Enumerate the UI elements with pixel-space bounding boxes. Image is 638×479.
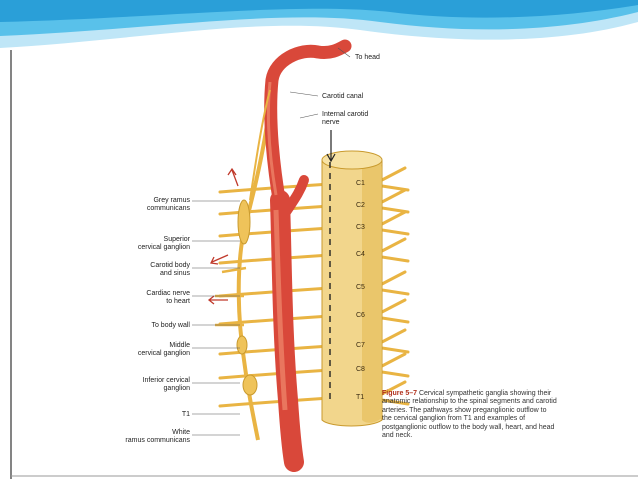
external-carotid-artery <box>281 175 309 217</box>
segment-label: C1 <box>356 180 365 187</box>
middle-cervical-ganglion <box>236 335 248 355</box>
segment-label: C8 <box>356 366 365 373</box>
figure-caption: Figure 5–7 Cervical sympathetic ganglia … <box>382 390 557 440</box>
left-label: Superior cervical ganglion <box>137 236 190 251</box>
caption-text: Cervical sympathetic ganglia showing the… <box>382 390 557 440</box>
segment-label: C7 <box>356 342 365 349</box>
right-label: Internal carotid nerve <box>322 111 369 126</box>
right-leader-line <box>337 47 351 58</box>
left-label: White ramus communicans <box>125 429 190 444</box>
right-label: Carotid canal <box>322 93 364 100</box>
preganglionic-arrow <box>326 130 336 163</box>
segment-label: C2 <box>356 202 365 209</box>
outflow-arrow-carotid <box>210 254 229 265</box>
spinal-cord-shade <box>362 157 382 423</box>
segment-label: C6 <box>356 312 365 319</box>
segment-label: C3 <box>356 224 365 231</box>
internal-carotid-artery <box>264 39 352 212</box>
artery-highlight <box>273 209 288 411</box>
left-label: Carotid body and sinus <box>150 262 190 277</box>
caption-figure-label: Figure 5–7 <box>382 390 418 397</box>
left-label: T1 <box>181 411 190 418</box>
outflow-arrow-heart <box>207 295 228 305</box>
right-leader-line <box>289 91 319 97</box>
right-leader-line <box>299 113 319 119</box>
segment-label: T1 <box>356 394 365 401</box>
outflow-arrow-head <box>227 167 239 187</box>
superior-cervical-ganglion <box>237 199 251 245</box>
spinal-cord-top <box>321 150 383 170</box>
left-label: Grey ramus communicans <box>146 197 190 212</box>
internal-carotid-nerve <box>249 89 271 201</box>
common-carotid-artery <box>270 190 304 472</box>
label-leader-lines <box>192 47 351 436</box>
banner-wave-dark <box>0 0 638 22</box>
left-label: Middle cervical ganglion <box>137 342 190 357</box>
segment-label: C5 <box>356 284 365 291</box>
segment-label: C4 <box>356 251 365 258</box>
sympathetic-trunk <box>236 117 270 441</box>
right-label: To head <box>355 54 380 61</box>
left-label: To body wall <box>151 322 190 329</box>
slide-banner <box>0 0 638 48</box>
spinal-rami <box>215 166 410 408</box>
left-label: Cardiac nerve to heart <box>146 290 190 305</box>
left-label: Inferior cervical ganglion <box>142 377 190 392</box>
inferior-cervical-ganglion <box>242 374 258 396</box>
